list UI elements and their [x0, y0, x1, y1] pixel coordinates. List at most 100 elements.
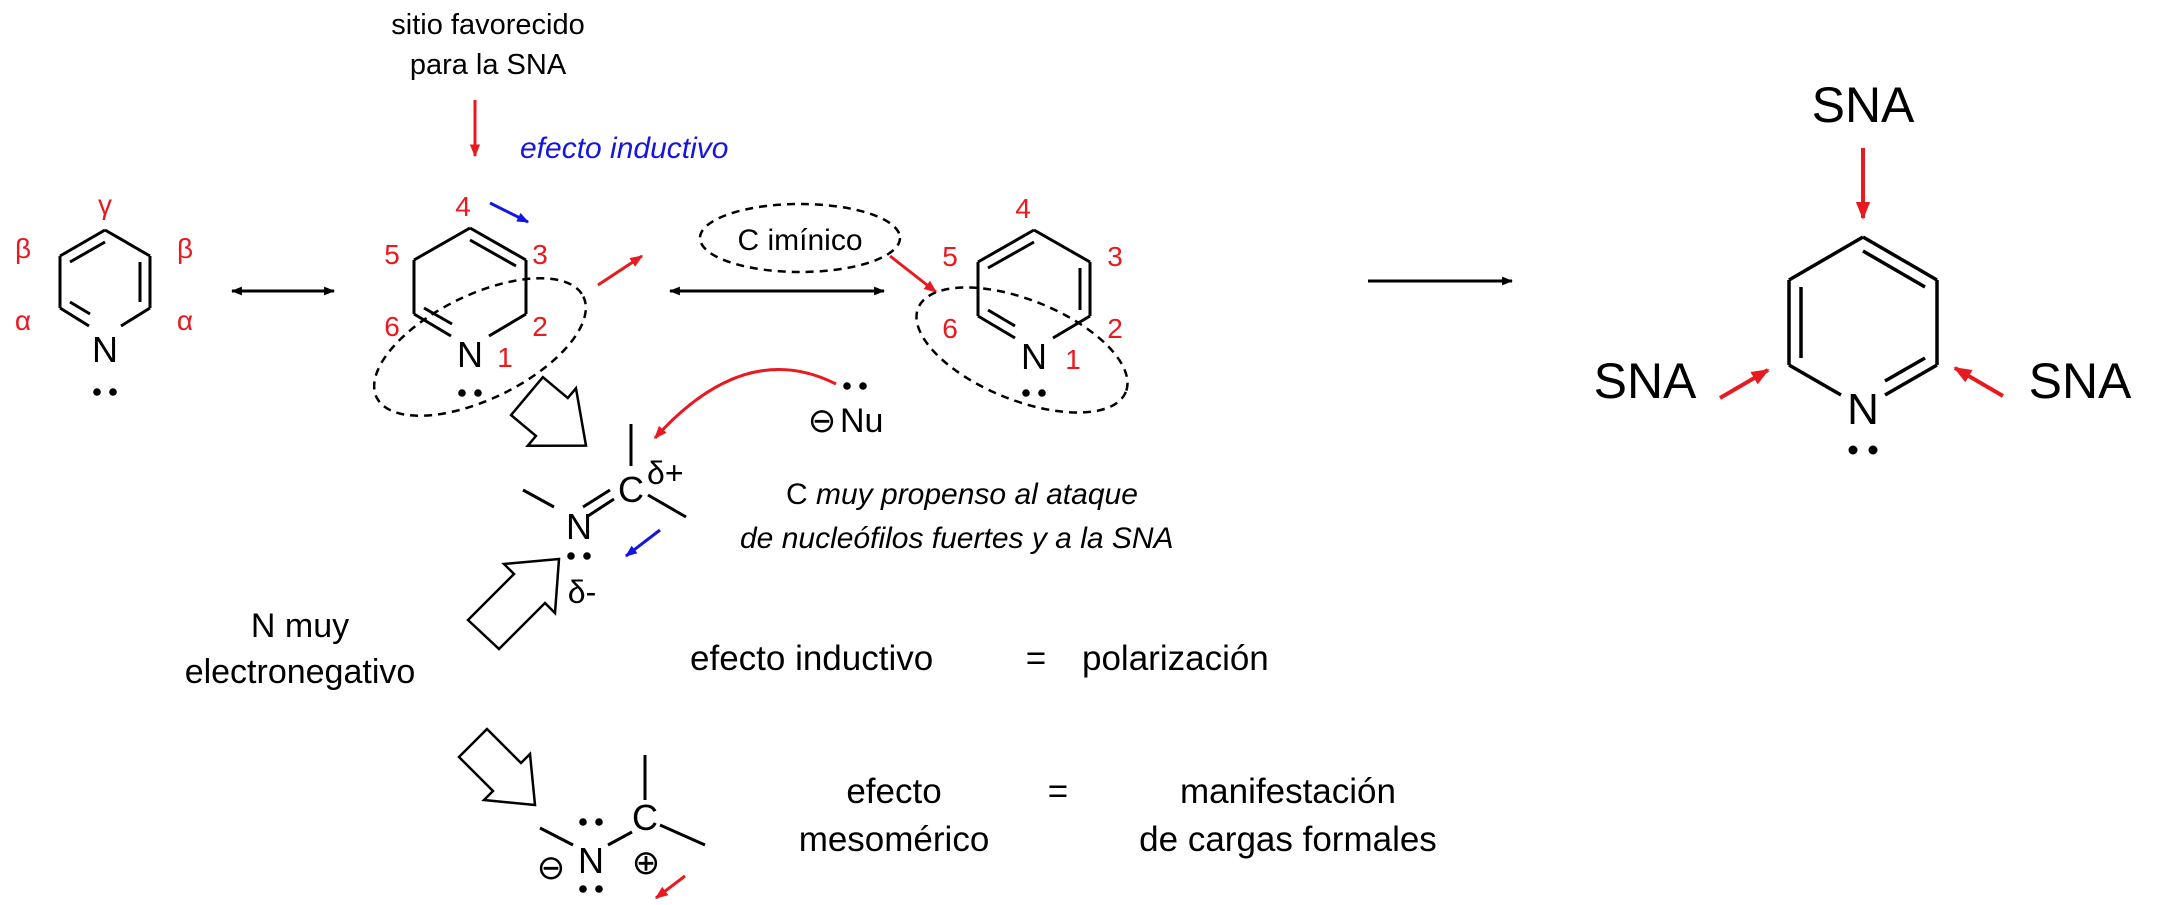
- mesomeric-left-line1: efecto: [846, 772, 941, 811]
- c-substituent-bond: [647, 493, 687, 519]
- attack-note-line1: C muy propenso al ataque: [786, 478, 1138, 511]
- inductive-equation-right: polarización: [1082, 639, 1269, 678]
- position-5: 5: [942, 241, 958, 272]
- ring-bond: [413, 312, 452, 338]
- cn-bond-highlight: [372, 277, 588, 417]
- mesomeric-bonds: [539, 755, 706, 847]
- position-1: 1: [1065, 344, 1081, 375]
- position-5: 5: [384, 239, 400, 270]
- imine-bonds: [522, 424, 687, 519]
- carbon-atom: C: [632, 797, 658, 838]
- beta-left-label: β: [15, 233, 31, 264]
- cn-bond-highlight: [915, 286, 1129, 414]
- iminic-target-arrow: [889, 254, 938, 294]
- iminic-pointer-arrow: [597, 254, 644, 287]
- carbon-atom: C: [618, 469, 644, 510]
- position-2: 2: [532, 311, 548, 342]
- ring-double-bond: [1884, 356, 1926, 383]
- nitrogen-atom: N: [1847, 385, 1879, 434]
- ring-bond: [413, 226, 471, 262]
- lone-pairs: [579, 818, 603, 893]
- ring-bond: [120, 306, 151, 328]
- hollow-arrow: [466, 557, 561, 651]
- mesomeric-right-line2: de cargas formales: [1139, 820, 1437, 859]
- mesomeric-arrow: [654, 874, 686, 900]
- sna-top-label: SNA: [1812, 77, 1915, 133]
- lone-pair: [93, 388, 117, 396]
- sna-left-label: SNA: [1594, 353, 1697, 409]
- sna-right-arrow: [1953, 366, 2005, 398]
- iminic-carbon-label: C imínico: [737, 224, 862, 257]
- iminic-carbon-ellipse: [698, 202, 902, 274]
- attack-note-line2: de nucleófilos fuertes y a la SNA: [740, 522, 1174, 555]
- electronegative-line2: electronegativo: [185, 653, 416, 691]
- ring-double-bond: [69, 300, 91, 316]
- ring-bond: [1788, 235, 1864, 282]
- nitrogen-atom: N: [457, 334, 483, 375]
- position-2: 2: [1107, 313, 1123, 344]
- inductive-equation-left: efecto inductivo: [690, 639, 933, 678]
- pyridine-numbered: [412, 226, 528, 338]
- favored-site-line1: sitio favorecido: [391, 9, 584, 41]
- ring-bond: [1884, 363, 1938, 397]
- alpha-left-label: α: [15, 305, 31, 336]
- n-substituent-bond: [539, 826, 574, 847]
- cn-double-bond: [582, 488, 611, 509]
- cn-single-bond: [607, 830, 633, 847]
- lone-pair: [1848, 445, 1878, 455]
- ring-bond: [1862, 235, 1938, 282]
- nucleophile-lone-pair: [843, 382, 867, 390]
- negative-charge-icon: ⊖: [537, 849, 566, 887]
- gamma-label: γ: [98, 189, 112, 220]
- pyridine-numbered-kekule: [976, 228, 1092, 340]
- pyridine-product: [1787, 235, 1939, 397]
- electronegative-line1: N muy: [251, 607, 349, 645]
- mesomeric-left-line2: mesomérico: [799, 820, 990, 859]
- mesomeric-right-line1: manifestación: [1180, 772, 1396, 811]
- position-1: 1: [497, 342, 513, 373]
- delta-plus-label: δ+: [647, 455, 684, 491]
- ring-double-bond: [1862, 249, 1926, 289]
- favored-site-line2: para la SNA: [410, 49, 567, 81]
- nitrogen-atom: N: [578, 840, 604, 881]
- positive-charge-icon: ⊕: [632, 844, 661, 882]
- position-3: 3: [1107, 241, 1123, 272]
- ring-bond: [488, 312, 527, 338]
- hollow-arrow: [509, 375, 588, 447]
- ring-bond: [59, 228, 106, 258]
- negative-charge-icon: ⊖: [808, 402, 837, 440]
- inductive-effect-label: efecto inductivo: [520, 132, 728, 165]
- pyridine-greek-labels: [58, 228, 152, 328]
- ring-double-bond: [423, 306, 453, 326]
- lone-pair: [567, 552, 591, 560]
- sna-right-label: SNA: [2029, 353, 2132, 409]
- ring-bond: [977, 314, 1016, 340]
- ring-double-bond: [69, 240, 106, 264]
- c-substituent-bond: [659, 823, 706, 847]
- sna-left-arrow: [1718, 368, 1770, 400]
- lone-pair: [1022, 389, 1046, 397]
- n-substituent-bond: [522, 488, 555, 509]
- nitrogen-atom: N: [566, 506, 592, 547]
- ring-bond: [1033, 228, 1091, 264]
- ring-bond: [977, 228, 1035, 264]
- position-4: 4: [455, 191, 471, 222]
- ring-bond: [104, 228, 151, 258]
- ring-bond: [1788, 363, 1842, 397]
- ring-double-bond: [469, 238, 517, 268]
- position-3: 3: [532, 239, 548, 270]
- inductive-equation-equals: =: [1026, 639, 1046, 678]
- nitrogen-atom: N: [1021, 336, 1047, 377]
- nitrogen-atom: N: [92, 329, 118, 370]
- ring-bond: [469, 226, 527, 262]
- delta-minus-label: δ-: [568, 574, 596, 610]
- polarization-arrow: [625, 528, 661, 558]
- ring-bond: [59, 306, 90, 328]
- ring-double-bond: [987, 240, 1035, 270]
- hollow-arrow: [457, 727, 537, 807]
- inductive-arrow: [489, 201, 530, 224]
- beta-right-label: β: [177, 233, 193, 264]
- position-6: 6: [942, 313, 958, 344]
